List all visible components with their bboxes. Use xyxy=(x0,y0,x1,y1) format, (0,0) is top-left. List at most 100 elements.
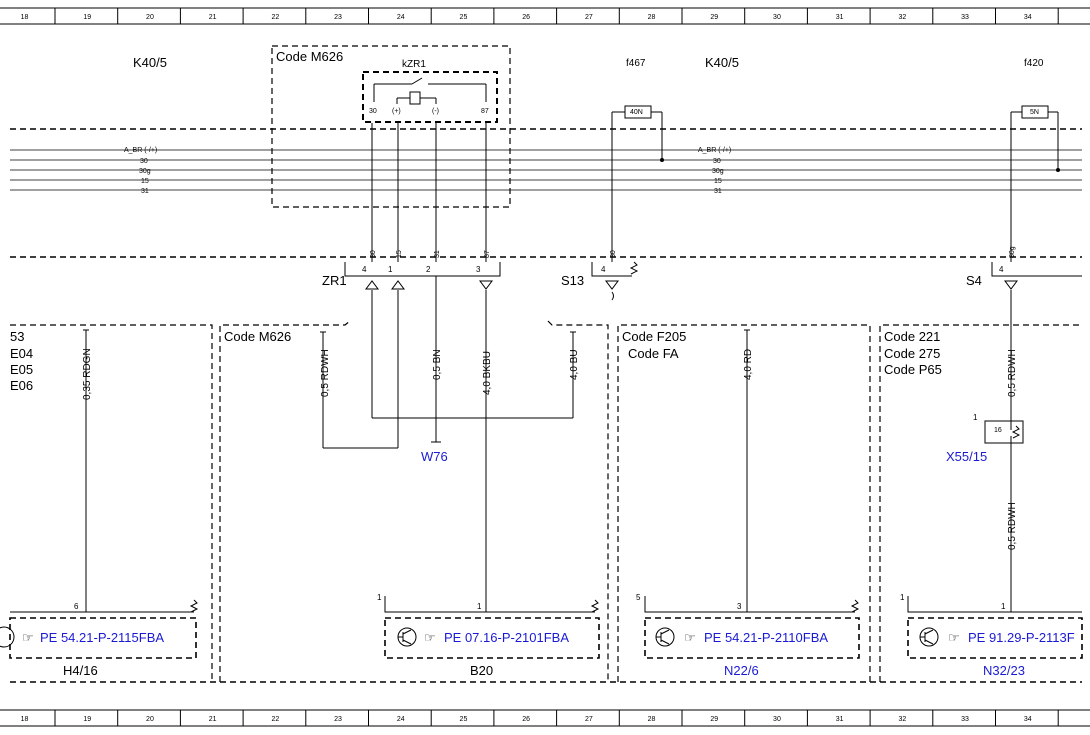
k40-5-left-label: K40/5 xyxy=(133,55,167,70)
ruler-bottom-label-25: 25 xyxy=(460,716,468,723)
s13-label: S13 xyxy=(561,273,584,288)
bus-label-15-right: 15 xyxy=(714,178,722,185)
ruler-top-label-28: 28 xyxy=(648,14,656,21)
bus-label-30g-left: 30g xyxy=(139,168,151,175)
ruler-bottom-label-27: 27 xyxy=(585,716,593,723)
bus-lines: A_BR (-/+) 30 30g 15 31 A_BR (-/+) 30 30… xyxy=(10,147,1082,195)
transistor-icon xyxy=(919,627,939,647)
fuse-f467-rating: 40N xyxy=(630,109,643,116)
left-code-53: 53 xyxy=(10,329,24,344)
svg-text:1: 1 xyxy=(477,602,482,611)
column-ruler-bottom xyxy=(0,709,1090,727)
ruler-bottom-label-21: 21 xyxy=(209,716,217,723)
pe-ref-b20[interactable]: PE 07.16-P-2101FBA xyxy=(444,630,569,645)
bus-label-31-right: 31 xyxy=(714,188,722,195)
ruler-top-label-18: 18 xyxy=(21,14,29,21)
zr1-connector: 30 15 31 87 4 1 2 3 xyxy=(344,250,501,290)
left-code-e06: E06 xyxy=(10,378,33,393)
ruler-bottom-label-33: 33 xyxy=(961,716,969,723)
ruler-top-label-22: 22 xyxy=(271,14,279,21)
k40-5-right-label: K40/5 xyxy=(705,55,739,70)
hand-icon: ☞ xyxy=(684,630,696,645)
pe-ref-h4-16[interactable]: PE 54.21-P-2115FBA xyxy=(40,630,164,645)
transistor-icon xyxy=(655,627,675,647)
ruler-top-label-19: 19 xyxy=(83,14,91,21)
code-f205-label: Code F205 xyxy=(622,329,686,344)
relay-pin-plus: (+) xyxy=(392,108,401,115)
x55-15-connector: 16 1 xyxy=(973,413,1024,444)
ruler-top-label-26: 26 xyxy=(522,14,530,21)
s13-connector: 30 4 xyxy=(591,250,639,301)
left-code-e04: E04 xyxy=(10,346,33,361)
svg-text:3: 3 xyxy=(476,265,481,274)
ruler-bottom-label-31: 31 xyxy=(836,716,844,723)
ruler-top-label-27: 27 xyxy=(585,14,593,21)
wire-rd: 4,0 RD xyxy=(743,349,754,380)
ruler-bottom-label-19: 19 xyxy=(83,716,91,723)
column-ruler-top xyxy=(0,7,1090,25)
bus-label-15-left: 15 xyxy=(141,178,149,185)
box-code-m626 xyxy=(219,320,609,682)
n32-23-label[interactable]: N32/23 xyxy=(983,663,1025,678)
relay-pin-30: 30 xyxy=(369,108,377,115)
ruler-top-label-23: 23 xyxy=(334,14,342,21)
svg-text:1: 1 xyxy=(377,593,382,602)
zr1-label: ZR1 xyxy=(322,273,347,288)
component-h4-16: 6 ☞ PE 54.21-P-2115FBA xyxy=(0,599,199,659)
n22-6-label[interactable]: N22/6 xyxy=(724,663,759,678)
svg-text:1: 1 xyxy=(1001,602,1006,611)
s4-label: S4 xyxy=(966,273,982,288)
x55-15-label[interactable]: X55/15 xyxy=(946,449,987,464)
svg-text:2: 2 xyxy=(426,265,431,274)
svg-text:16: 16 xyxy=(994,427,1002,434)
ruler-top-label-34: 34 xyxy=(1024,14,1032,21)
left-code-e05: E05 xyxy=(10,362,33,377)
f467-label: f467 xyxy=(626,58,646,69)
ruler-bottom-label-20: 20 xyxy=(146,716,154,723)
svg-text:4: 4 xyxy=(999,265,1004,274)
code-fa-label: Code FA xyxy=(628,346,679,361)
wire-rdwh-right-1: 0,5 RDWH xyxy=(1007,349,1018,397)
bus-label-30-right: 30 xyxy=(713,158,721,165)
wire-rdwh-right-2: 0,5 RDWH xyxy=(1007,502,1018,550)
code-m626-mid-label: Code M626 xyxy=(224,329,291,344)
svg-text:4: 4 xyxy=(362,265,367,274)
pe-ref-n22-6[interactable]: PE 54.21-P-2110FBA xyxy=(704,630,828,645)
ruler-top-label-31: 31 xyxy=(836,14,844,21)
ruler-bottom-label-26: 26 xyxy=(522,716,530,723)
box-code-f205 xyxy=(617,324,871,682)
ruler-bottom-label-30: 30 xyxy=(773,716,781,723)
code-275-label: Code 275 xyxy=(884,346,940,361)
code-m626-top-box xyxy=(271,45,511,208)
ruler-bottom-label-23: 23 xyxy=(334,716,342,723)
svg-text:1: 1 xyxy=(900,593,905,602)
relay-wires xyxy=(371,123,487,262)
s4-connector: 30g 4 xyxy=(991,246,1082,290)
svg-text:5: 5 xyxy=(636,593,641,602)
kzr1-label: kZR1 xyxy=(402,59,426,70)
component-b20: 1 1 ☞ PE 07.16-P-2101FBA xyxy=(377,593,600,659)
box-code-221 xyxy=(879,324,1082,682)
f420-label: f420 xyxy=(1024,58,1044,69)
ruler-top-label-32: 32 xyxy=(898,14,906,21)
code-221-label: Code 221 xyxy=(884,329,940,344)
bus-label-30g-right: 30g xyxy=(712,168,724,175)
ruler-bottom-label-29: 29 xyxy=(710,716,718,723)
ruler-top-label-24: 24 xyxy=(397,14,405,21)
hand-icon: ☞ xyxy=(22,630,34,645)
transistor-icon xyxy=(397,627,417,647)
svg-text:4: 4 xyxy=(601,265,606,274)
ruler-bottom-label-32: 32 xyxy=(898,716,906,723)
bus-label-abr-right: A_BR (-/+) xyxy=(698,147,731,154)
ruler-top-label-25: 25 xyxy=(460,14,468,21)
wire-bu: 4,0 BU xyxy=(569,349,580,380)
ruler-top-label-20: 20 xyxy=(146,14,154,21)
w76-label[interactable]: W76 xyxy=(421,449,448,464)
svg-text:31: 31 xyxy=(434,250,441,258)
pe-ref-n32-23[interactable]: PE 91.29-P-2113F xyxy=(968,630,1075,645)
ruler-bottom-label-24: 24 xyxy=(397,716,405,723)
ruler-bottom-label-18: 18 xyxy=(21,716,29,723)
relay-pin-87: 87 xyxy=(481,108,489,115)
